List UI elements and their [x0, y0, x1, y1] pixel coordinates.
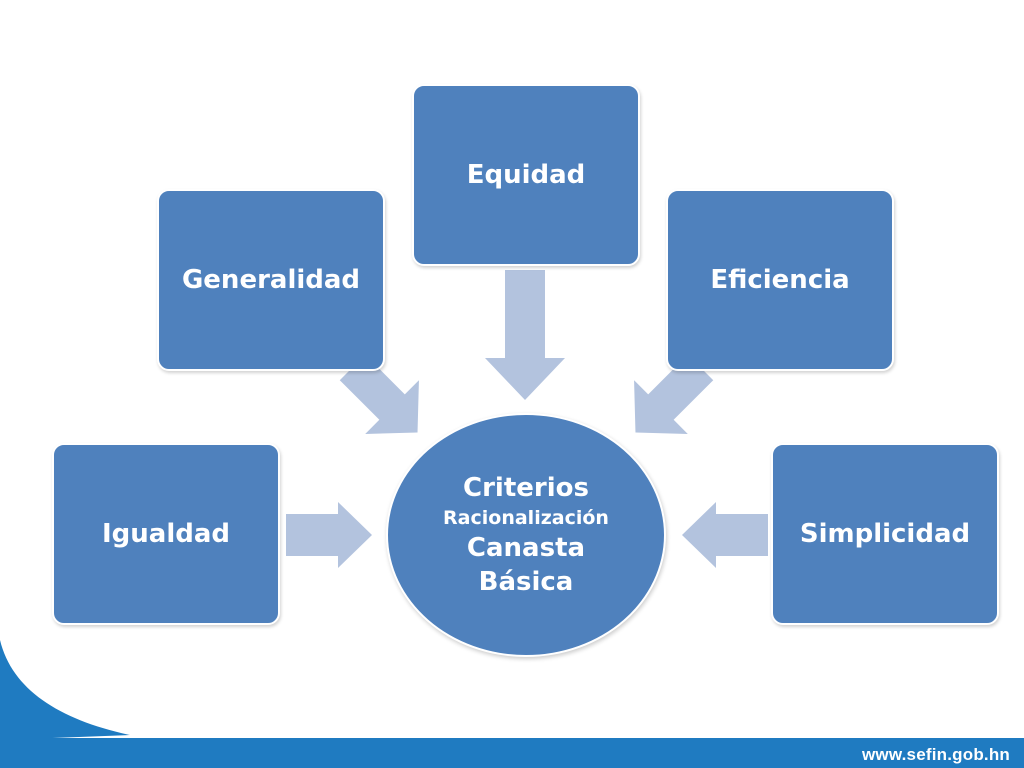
footer-url[interactable]: www.sefin.gob.hn [861, 745, 1010, 764]
node-eficiencia-label: Eficiencia [710, 265, 850, 295]
center-line-basica: Básica [478, 567, 574, 597]
arrow-equidad-to-center [485, 270, 565, 400]
node-equidad-label: Equidad [466, 160, 586, 190]
center-line-racionalizacion: Racionalización [443, 507, 609, 529]
corner-swoosh [0, 640, 130, 740]
arrow-generalidad-to-center [339, 354, 419, 434]
node-generalidad-label: Generalidad [181, 265, 361, 295]
node-igualdad: Igualdad [52, 443, 280, 625]
center-line-canasta: Canasta [466, 533, 586, 563]
node-simplicidad-label: Simplicidad [799, 519, 971, 549]
node-igualdad-label: Igualdad [101, 519, 231, 549]
node-simplicidad: Simplicidad [771, 443, 999, 625]
arrow-eficiencia-to-center [634, 354, 714, 434]
arrow-igualdad-to-center [286, 502, 372, 568]
node-equidad: Equidad [412, 84, 640, 266]
node-generalidad: Generalidad [157, 189, 385, 371]
center-line-criterios: Criterios [463, 473, 589, 503]
node-eficiencia: Eficiencia [666, 189, 894, 371]
center-node: Criterios Racionalización Canasta Básica [386, 413, 666, 657]
footer-band [0, 738, 1024, 768]
arrow-simplicidad-to-center [682, 502, 768, 568]
